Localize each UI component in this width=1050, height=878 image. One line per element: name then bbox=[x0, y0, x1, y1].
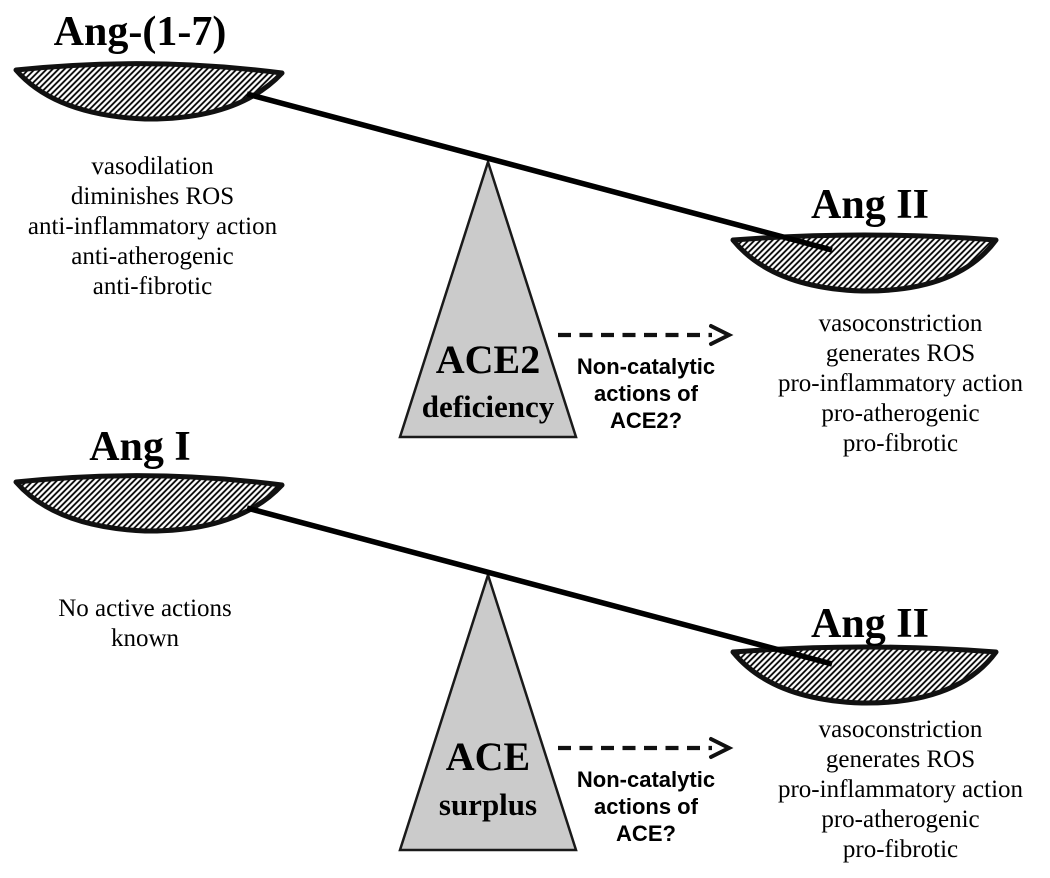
effect-item: vasoconstriction bbox=[818, 716, 983, 743]
effect-item: known bbox=[110, 625, 180, 652]
right-pan-bottom bbox=[730, 644, 999, 706]
bottom-fulcrum-enzyme-label: ACE bbox=[445, 734, 531, 779]
left-pan-bottom bbox=[13, 473, 285, 534]
effect-item: anti-fibrotic bbox=[92, 273, 213, 300]
right-pan-top bbox=[730, 232, 999, 294]
effect-item: vasodilation bbox=[91, 153, 214, 180]
effect-item: pro-fibrotic bbox=[842, 430, 959, 457]
effect-item: generates ROS bbox=[825, 746, 976, 773]
top-right-pan-title: Ang II bbox=[811, 182, 929, 228]
balance-beam-top bbox=[246, 91, 833, 253]
caption-line: actions of bbox=[594, 381, 698, 406]
dashed-arrow-top-head bbox=[709, 324, 734, 346]
effect-item: pro-inflammatory action bbox=[777, 776, 1024, 803]
caption-line: Non-catalytic bbox=[576, 767, 716, 792]
effect-item: pro-atherogenic bbox=[821, 806, 980, 833]
bottom-right-effects-list: vasoconstriction generates ROS pro-infla… bbox=[748, 715, 1050, 865]
top-arrow-caption: Non-catalytic actions of ACE2? bbox=[556, 353, 736, 434]
effect-item: anti-inflammatory action bbox=[27, 213, 278, 240]
effect-item: anti-atherogenic bbox=[71, 243, 234, 270]
bottom-right-pan-title: Ang II bbox=[811, 601, 929, 647]
left-pan-top bbox=[13, 61, 285, 122]
top-left-pan-title: Ang-(1-7) bbox=[53, 9, 227, 55]
top-fulcrum-state-label: deficiency bbox=[421, 389, 555, 424]
effect-item: generates ROS bbox=[825, 340, 976, 367]
effect-item: No active actions bbox=[58, 595, 232, 622]
bottom-left-pan-title: Ang I bbox=[89, 424, 191, 470]
bottom-left-effects-list: No active actions known bbox=[15, 594, 275, 654]
effect-item: pro-inflammatory action bbox=[777, 370, 1024, 397]
effect-item: vasoconstriction bbox=[818, 310, 983, 337]
caption-line: actions of bbox=[594, 794, 698, 819]
effect-item: diminishes ROS bbox=[70, 183, 235, 210]
fulcrum-triangle-bottom bbox=[398, 570, 578, 852]
caption-line: Non-catalytic bbox=[576, 354, 716, 379]
top-right-effects-list: vasoconstriction generates ROS pro-infla… bbox=[748, 309, 1050, 459]
dashed-arrow-bottom-head bbox=[709, 737, 734, 759]
effect-item: pro-fibrotic bbox=[842, 836, 959, 863]
effect-item: pro-atherogenic bbox=[821, 400, 980, 427]
top-fulcrum-enzyme-label: ACE2 bbox=[435, 337, 541, 382]
bottom-fulcrum-state-label: surplus bbox=[438, 787, 538, 822]
bottom-arrow-caption: Non-catalytic actions of ACE? bbox=[556, 766, 736, 847]
fulcrum-triangle-top bbox=[398, 157, 578, 439]
caption-line: ACE2? bbox=[609, 408, 683, 433]
caption-line: ACE? bbox=[616, 821, 676, 846]
top-left-effects-list: vasodilation diminishes ROS anti-inflamm… bbox=[0, 152, 305, 302]
balance-beam-bottom bbox=[246, 505, 833, 667]
